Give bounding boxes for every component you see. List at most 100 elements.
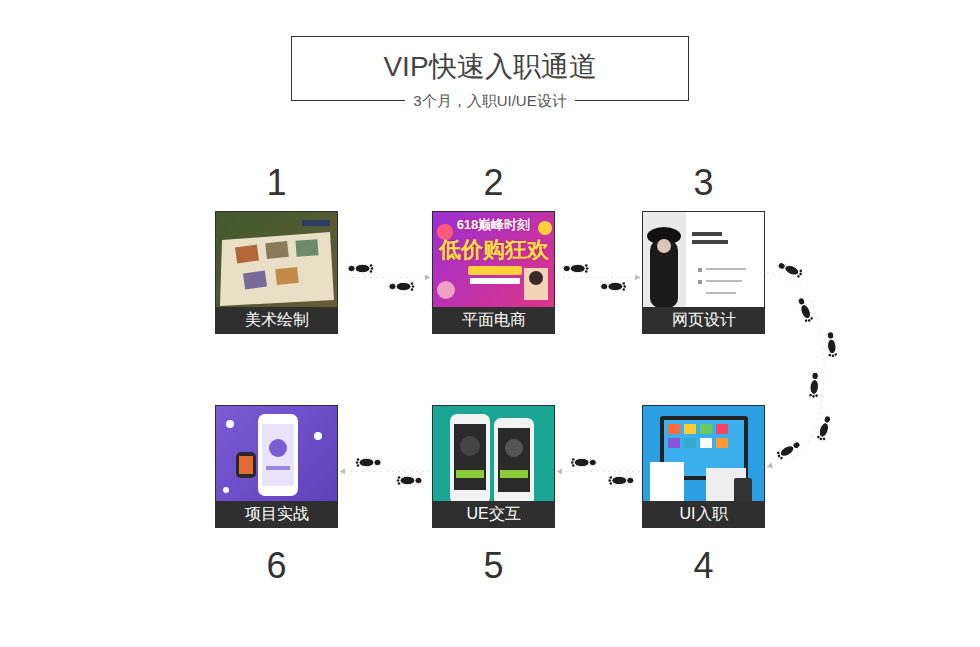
illustration-shape: [470, 278, 520, 284]
illustration-shape: [265, 241, 289, 259]
footprint: [816, 415, 832, 442]
step-number: 3: [623, 163, 784, 203]
illustration-shape: [223, 487, 229, 493]
footprint-heel: [374, 459, 381, 465]
illustration-shape: [314, 432, 322, 440]
illustration-shape: [456, 470, 484, 478]
illustration-shape: [450, 414, 490, 504]
illustration-shape: [239, 456, 253, 474]
illustration-shape: [716, 438, 728, 448]
step-label: 美术绘制: [216, 307, 337, 333]
illustration-shape: [716, 424, 728, 434]
footprint: [389, 282, 414, 291]
footprint-toe: [777, 454, 781, 458]
footprint-heel: [563, 265, 570, 271]
footprint-heel: [589, 459, 596, 465]
banner-text: 618巅峰时刻: [432, 216, 555, 234]
footprint-heel: [627, 477, 634, 483]
illustration-shape: [460, 436, 480, 456]
step-tile: 3网页设计: [642, 211, 765, 334]
footprint-toe: [571, 461, 574, 464]
illustration-shape: [226, 420, 234, 428]
footprint-sole: [359, 458, 374, 466]
step-number: 2: [413, 163, 574, 203]
footprint-sole: [570, 264, 585, 272]
step-label: UE交互: [433, 501, 554, 527]
illustration-shape: [236, 452, 256, 478]
illustration-shape: [243, 271, 267, 290]
footstep-connector-group: [340, 264, 430, 291]
illustration-shape: [668, 438, 680, 448]
illustration-shape: [706, 280, 742, 282]
footprint: [826, 331, 837, 357]
footstep-connector-group: [767, 261, 837, 467]
footprint-toe: [799, 269, 802, 272]
footprint-toe: [622, 288, 625, 291]
illustration-shape: [524, 268, 548, 300]
footprint-toe: [808, 319, 811, 322]
illustration-shape: [657, 239, 671, 253]
illustration-shape: [668, 424, 680, 434]
ui-devices: [642, 405, 765, 528]
illustration-shape: [262, 424, 294, 486]
footprint-toe: [572, 464, 575, 467]
phone-mockups: [432, 405, 555, 528]
illustration-shape: [432, 211, 555, 334]
footprint-toe: [370, 264, 373, 267]
footprint-toe: [397, 479, 400, 482]
step-number: 4: [623, 546, 784, 586]
footprint-toe: [799, 272, 802, 275]
footprint-heel: [827, 332, 834, 340]
step-number: 1: [196, 163, 357, 203]
step-tile: 1美术绘制: [215, 211, 338, 334]
illustration-shape: [505, 439, 523, 457]
footprint-toe: [804, 319, 807, 322]
footprint: [348, 264, 373, 273]
illustration-shape: [538, 221, 552, 235]
illustration-shape: [275, 267, 299, 285]
footprint-toe: [371, 267, 374, 270]
illustration-shape: [698, 268, 702, 272]
footprint-toe: [357, 464, 360, 467]
footprint-toe: [623, 285, 626, 288]
footprint-sole: [799, 303, 812, 320]
step-number: 5: [413, 546, 574, 586]
footprint-toe: [609, 476, 612, 479]
footprint-heel: [812, 372, 819, 380]
illustration-shape: [650, 462, 684, 502]
footprint-toe: [398, 476, 401, 479]
footprint-toe: [357, 458, 360, 461]
footprint-sole: [612, 476, 627, 484]
drawing-photo: [215, 211, 338, 334]
footprint-toe: [608, 479, 611, 482]
footprint-toe: [609, 482, 612, 485]
footprint-sole: [827, 338, 837, 354]
footprint-toe: [586, 267, 589, 270]
footprint-toe: [815, 394, 818, 397]
footprint-toe: [809, 394, 812, 397]
step-label: 项目实战: [216, 501, 337, 527]
step-number: 6: [196, 546, 357, 586]
illustration-shape: [692, 232, 722, 236]
illustration-shape: [692, 240, 728, 244]
step-tile: 5UE交互: [432, 405, 555, 528]
illustration-shape: [684, 424, 696, 434]
footprint: [809, 372, 820, 398]
footprint: [397, 476, 422, 485]
footprint-heel: [601, 283, 608, 289]
footprint: [608, 476, 633, 485]
illustration-shape: [468, 266, 522, 275]
footprint: [563, 264, 588, 273]
footprint-toe: [622, 282, 625, 285]
illustration-shape: [642, 211, 765, 334]
footstep-path: [557, 277, 640, 278]
title-text: VIP快速入职通道: [292, 47, 688, 87]
app-project: [215, 405, 338, 528]
illustration-shape: [700, 438, 712, 448]
illustration-shape: [706, 292, 736, 294]
illustration-shape: [529, 271, 543, 285]
sale-banner: [432, 211, 555, 334]
footprint-toe: [828, 354, 831, 357]
